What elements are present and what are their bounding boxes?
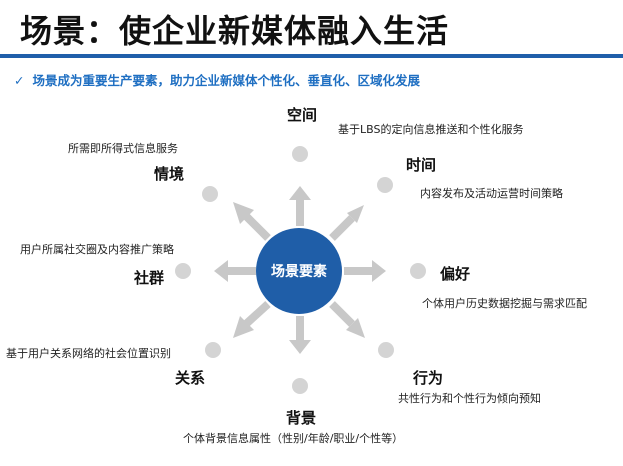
dot-community [175,263,191,279]
arrow-down-left-shaft [243,301,271,327]
node-title-situation: 情境 [154,165,185,183]
dot-behavior [378,342,394,358]
arrow-up-right-shaft [329,215,355,241]
node-title-space: 空间 [287,106,318,124]
node-desc-behavior: 共性行为和个性行为倾向预知 [398,392,541,405]
dot-space [292,146,308,162]
node-title-behavior: 行为 [413,369,444,387]
check-icon: ✓ [14,73,25,88]
dot-background [292,378,308,394]
dot-situation [202,186,218,202]
node-desc-time: 内容发布及活动运营时间策略 [420,187,563,200]
page-title: 场景：使企业新媒体融入生活 [20,12,450,50]
subtitle-text: 场景成为重要生产要素，助力企业新媒体个性化、垂直化、区域化发展 [32,73,420,88]
arrow-up-left-shaft [243,213,271,241]
arrow-down-left [233,316,254,338]
arrow-down-right-shaft [329,301,355,327]
node-title-background: 背景 [286,409,317,427]
dots [175,146,426,394]
dot-time [377,177,393,193]
arrow-down-right [346,318,365,338]
subtitle: ✓ 场景成为重要生产要素，助力企业新媒体个性化、垂直化、区域化发展 [14,70,420,89]
arrow-up-left [233,202,254,224]
node-title-relation: 关系 [175,369,206,387]
node-desc-space: 基于LBS的定向信息推送和个性化服务 [338,123,524,136]
dot-preference [410,263,426,279]
center-node: 场景要素 [256,228,342,314]
node-desc-preference: 个体用户历史数据挖掘与需求匹配 [422,297,587,310]
arrow-up [289,186,311,226]
node-desc-situation: 所需即所得式信息服务 [68,142,178,155]
dot-relation [205,342,221,358]
node-title-preference: 偏好 [440,265,471,283]
title-divider [0,54,623,58]
arrow-down [289,316,311,354]
arrow-left [214,260,256,282]
node-title-community: 社群 [134,269,165,287]
node-desc-background: 个体背景信息属性（性别/年龄/职业/个性等） [183,432,404,445]
node-title-time: 时间 [406,156,437,174]
node-desc-relation: 基于用户关系网络的社会位置识别 [6,347,171,360]
arrow-right [344,260,386,282]
node-desc-community: 用户所属社交圈及内容推广策略 [20,243,174,256]
arrow-up-right [334,205,364,236]
arrows [214,186,386,354]
